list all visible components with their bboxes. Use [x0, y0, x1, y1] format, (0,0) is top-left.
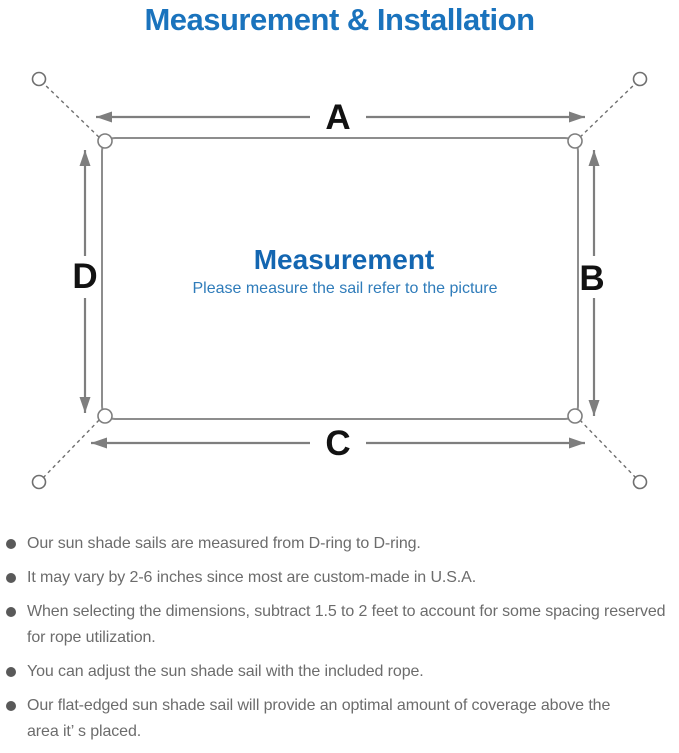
list-item: You can adjust the sun shade sail with t… [6, 659, 677, 685]
note-text: Our sun shade sails are measured from D-… [27, 535, 421, 552]
dimension-label-a: A [325, 98, 350, 137]
rope-line-top-left [40, 80, 105, 143]
d-ring-top-left [97, 133, 113, 149]
rope-line-bottom-left [40, 414, 105, 481]
anchor-point-top-left [31, 71, 47, 87]
rope-line-bottom-right [574, 414, 639, 481]
anchor-point-top-right [632, 71, 648, 87]
rope-lines [40, 80, 639, 481]
bullet-icon [6, 539, 16, 549]
dimension-label-b: B [579, 259, 604, 298]
dimension-label-d: D [72, 257, 97, 296]
list-item: It may vary by 2-6 inches since most are… [6, 565, 677, 591]
bullet-icon [6, 573, 16, 583]
d-ring-bottom-left [97, 408, 113, 424]
bullet-icon [6, 667, 16, 677]
anchor-point-bottom-right [632, 474, 648, 490]
center-heading: Measurement [254, 244, 435, 275]
sail-outline [101, 137, 579, 420]
list-item: Our flat-edged sun shade sail will provi… [6, 693, 677, 745]
d-ring-top-right [567, 133, 583, 149]
notes-list: Our sun shade sails are measured from D-… [6, 531, 677, 753]
list-item: Our sun shade sails are measured from D-… [6, 531, 677, 557]
measurement-diagram: A B C D Measurement Please measure the s… [31, 71, 648, 490]
center-subheading: Please measure the sail refer to the pic… [192, 280, 497, 297]
anchor-point-bottom-left [31, 474, 47, 490]
bullet-icon [6, 607, 16, 617]
list-item: When selecting the dimensions, subtract … [6, 599, 677, 651]
rope-line-top-right [574, 80, 639, 143]
note-text: Our flat-edged sun shade sail will provi… [27, 697, 611, 740]
note-text: It may vary by 2-6 inches since most are… [27, 569, 477, 586]
anchor-points [31, 71, 648, 490]
dimension-label-c: C [325, 424, 350, 463]
page-title: Measurement & Installation [144, 2, 535, 37]
bullet-icon [6, 701, 16, 711]
note-text: You can adjust the sun shade sail with t… [27, 663, 424, 680]
d-rings [97, 133, 583, 424]
note-text: When selecting the dimensions, subtract … [27, 603, 666, 646]
d-ring-bottom-right [567, 408, 583, 424]
